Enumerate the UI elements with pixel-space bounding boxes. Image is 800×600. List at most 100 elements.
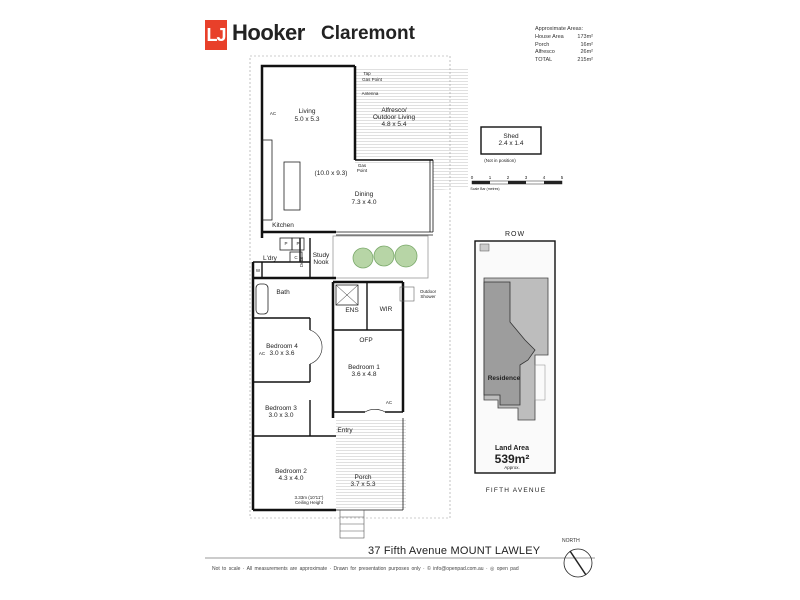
dining-label: Dining: [355, 191, 374, 198]
gas-label: Gas: [358, 163, 367, 168]
areas-heading: Approximate Areas:: [535, 26, 583, 32]
areas-label: TOTAL: [535, 56, 553, 63]
land-area-label: Land Area: [495, 445, 529, 452]
scale-tick: 3: [525, 175, 528, 180]
plant: [373, 245, 395, 267]
ac-label: AC: [386, 400, 393, 405]
site-porch: [534, 364, 546, 401]
areas-value: 16m²: [580, 41, 593, 48]
ceiling-height-2: Ceiling Height: [295, 500, 324, 505]
bed3-label: Bedroom 3: [265, 405, 297, 412]
study-label: Study: [313, 252, 330, 259]
ceiling-height: 3.33m (10'11"): [295, 495, 324, 500]
porch-size: 3.7 x 5.3: [351, 481, 376, 488]
land-area-value: 539m²: [495, 452, 530, 466]
tap-label: Tap: [363, 71, 371, 76]
porch-label: Porch: [355, 474, 372, 481]
shed-label: Shed: [503, 133, 519, 140]
porch-steps: [339, 509, 365, 539]
fridge-label: P: [296, 241, 299, 246]
pantry-label: P: [284, 241, 287, 246]
areas-value: 173m²: [577, 34, 593, 40]
gas-point-label: Gas Point: [362, 77, 383, 82]
office-name: Claremont: [321, 23, 415, 44]
site-plan: ROW Residence Land Area 539m² Approx. FI…: [474, 231, 556, 494]
footer-disclaimer: Not to scale · All measurements are appr…: [212, 566, 519, 572]
outdoor-shower-label-2: Shower: [420, 294, 436, 299]
boundary-line: [249, 55, 451, 519]
alfresco-deck-ext: [433, 67, 468, 190]
scale-tick: 0: [471, 175, 474, 180]
wir-label: WIR: [380, 306, 393, 313]
exterior-walls: [251, 64, 405, 512]
ens-shower: [335, 284, 359, 306]
north-arrow: [563, 548, 593, 578]
scale-tick: 2: [507, 175, 510, 180]
bed4-size: 3.0 x 3.6: [270, 350, 295, 357]
gas-label-2: Point: [357, 168, 368, 173]
alfresco-size: 4.8 x 5.4: [382, 121, 407, 128]
areas-label: Porch: [535, 41, 550, 48]
outdoor-shower-label: Outdoor: [420, 289, 437, 294]
open-plan-size: (10.0 x 9.3): [315, 170, 348, 177]
ac-label: AC: [270, 111, 277, 116]
bathtub: [255, 283, 269, 315]
door-arc: [309, 329, 323, 365]
cupboard-label: C: [294, 255, 298, 260]
bed4-label: Bedroom 4: [266, 343, 298, 350]
residence-inner: [483, 281, 536, 406]
dining-size: 7.3 x 4.0: [352, 199, 377, 206]
porch-deck: [336, 418, 406, 510]
study-label-2: Nook: [313, 259, 329, 266]
bed3-size: 3.0 x 3.0: [269, 412, 294, 419]
cupboard-box: [289, 251, 303, 263]
brand-logo-mark: LJ: [205, 20, 227, 50]
areas-row: Porch 16m²: [535, 42, 593, 50]
antenna-label: Antenna: [362, 91, 379, 96]
scale-tick: 5: [561, 175, 564, 180]
plant: [394, 244, 418, 268]
bed1-size: 3.6 x 4.8: [352, 371, 377, 378]
living-size: 5.0 x 5.3: [295, 116, 320, 123]
shower-line: [335, 284, 359, 306]
kitchen-label: Kitchen: [272, 222, 294, 229]
bed1-label: Bedroom 1: [348, 364, 380, 371]
interior-walls: [253, 159, 433, 437]
areas-row: Alfresco 26m²: [535, 49, 593, 57]
bed2-label: Bedroom 2: [275, 468, 307, 475]
courtyard: [332, 235, 429, 279]
scale-label: Scale Bar (metres): [470, 187, 499, 191]
site-shed: [479, 243, 490, 252]
fridge-box: [291, 237, 305, 251]
areas-label: Alfresco: [535, 49, 555, 55]
brand-logo-word: Hooker: [232, 20, 305, 45]
property-address: 37 Fifth Avenue MOUNT LAWLEY: [368, 545, 541, 557]
shed-note: (Not in position): [484, 158, 516, 163]
scale-tick: 1: [489, 175, 492, 180]
land-area-approx: Approx.: [504, 465, 520, 470]
plant: [352, 247, 374, 269]
alfresco-label-2: Outdoor Living: [373, 114, 416, 121]
shed-size: 2.4 x 1.4: [499, 140, 524, 147]
ac-label: AC: [259, 351, 266, 356]
scale-bar: 0 1 2 3 4 5 Scale Bar (metres): [470, 175, 563, 191]
desk-label: Desk: [299, 256, 304, 267]
kitchen-bench: [261, 139, 273, 221]
laundry-label: L'dry: [263, 255, 278, 262]
washer-label: W: [256, 268, 261, 273]
row-label: ROW: [505, 231, 525, 238]
areas-value: 26m²: [580, 49, 593, 55]
alfresco-label: Alfresco/: [381, 107, 406, 114]
outdoor-shower-box: [399, 286, 415, 302]
kitchen-island: [283, 161, 301, 211]
ofp-label: OFP: [359, 337, 372, 344]
entry-label: Entry: [337, 427, 353, 434]
street-label: FIFTH AVENUE: [486, 487, 547, 494]
shed: [480, 126, 542, 155]
door-arc: [364, 409, 386, 413]
living-label: Living: [299, 108, 316, 115]
residence-label: Residence: [488, 375, 521, 382]
